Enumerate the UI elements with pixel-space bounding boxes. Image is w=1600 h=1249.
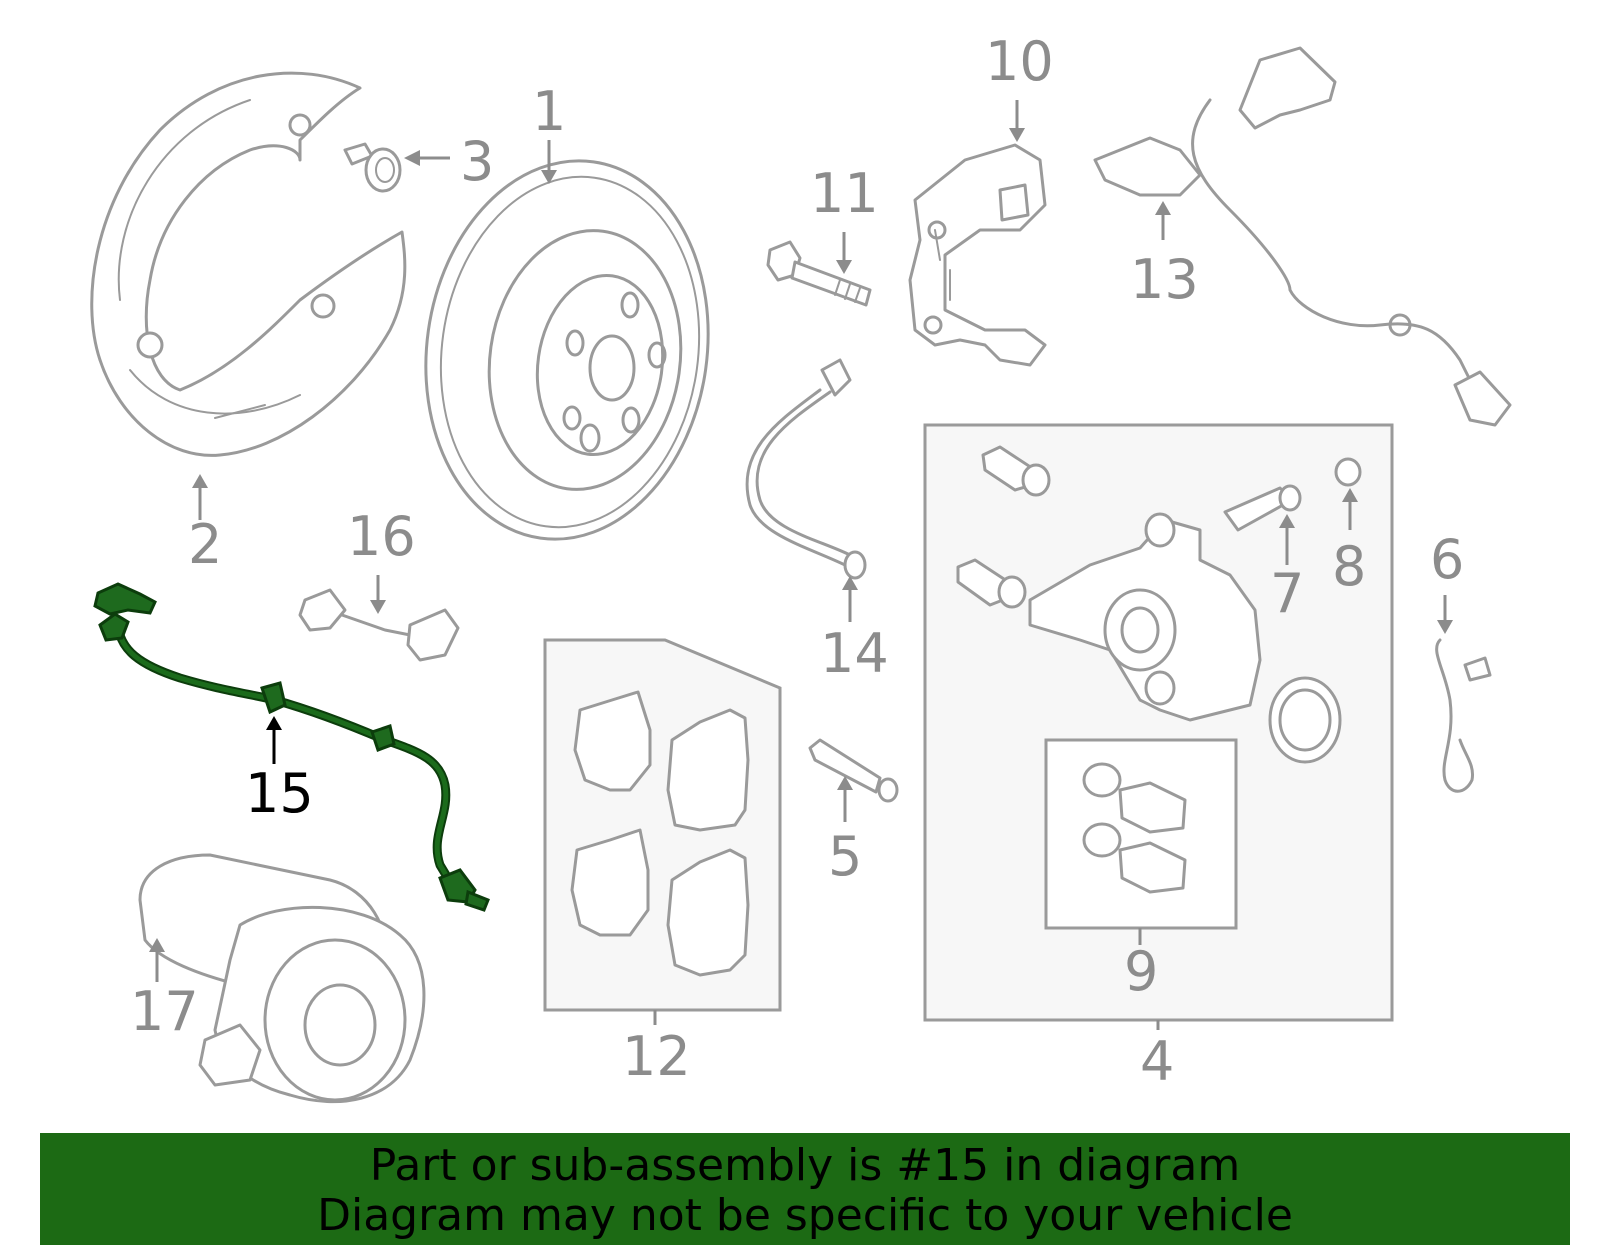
callout-11: 11 xyxy=(810,162,879,225)
part-5-guide-pin[interactable] xyxy=(808,738,899,803)
part-17-parking-brake-motor[interactable] xyxy=(138,853,426,1104)
part-10-caliper-bracket[interactable] xyxy=(908,143,1047,367)
callout-labels: 1 2 3 4 5 6 7 8 9 10 11 12 13 14 15 16 1… xyxy=(130,30,1464,1093)
callout-5: 5 xyxy=(828,825,862,888)
part-12-brake-pad-set[interactable] xyxy=(543,638,782,1012)
callout-14: 14 xyxy=(820,622,889,685)
callout-2: 2 xyxy=(188,513,222,576)
banner-line-part: Part or sub-assembly is #15 in diagram xyxy=(369,1140,1241,1191)
part-14-wear-sensor[interactable] xyxy=(745,358,867,580)
part-15-wheel-speed-sensor[interactable] xyxy=(93,582,490,912)
callout-3: 3 xyxy=(460,130,494,193)
callout-15: 15 xyxy=(245,762,314,825)
info-banner: Part or sub-assembly is #15 in diagram D… xyxy=(40,1133,1570,1245)
leader-arrows xyxy=(149,100,1453,1030)
callout-8: 8 xyxy=(1332,535,1366,598)
part-16-wiring-harness[interactable] xyxy=(298,588,460,662)
part-1-brake-rotor[interactable] xyxy=(402,142,732,557)
callout-16: 16 xyxy=(347,505,416,568)
part-6-spring-clip[interactable] xyxy=(1435,638,1492,793)
callout-17: 17 xyxy=(130,980,199,1043)
part-11-caliper-bolt[interactable] xyxy=(766,240,872,307)
callout-12: 12 xyxy=(622,1025,691,1088)
callout-13: 13 xyxy=(1130,248,1199,311)
callout-7: 7 xyxy=(1270,562,1304,625)
part-2-dust-shield[interactable] xyxy=(90,71,407,457)
callout-6: 6 xyxy=(1430,528,1464,591)
callout-10: 10 xyxy=(985,30,1054,93)
part-4-caliper-assembly[interactable] xyxy=(923,423,1394,1022)
part-3-screw[interactable] xyxy=(343,142,402,193)
part-13-brake-hose[interactable] xyxy=(1093,46,1512,427)
banner-line-disclaimer: Diagram may not be specific to your vehi… xyxy=(317,1190,1293,1241)
callout-1: 1 xyxy=(532,80,566,143)
callout-4: 4 xyxy=(1140,1030,1174,1093)
callout-9: 9 xyxy=(1124,940,1158,1003)
